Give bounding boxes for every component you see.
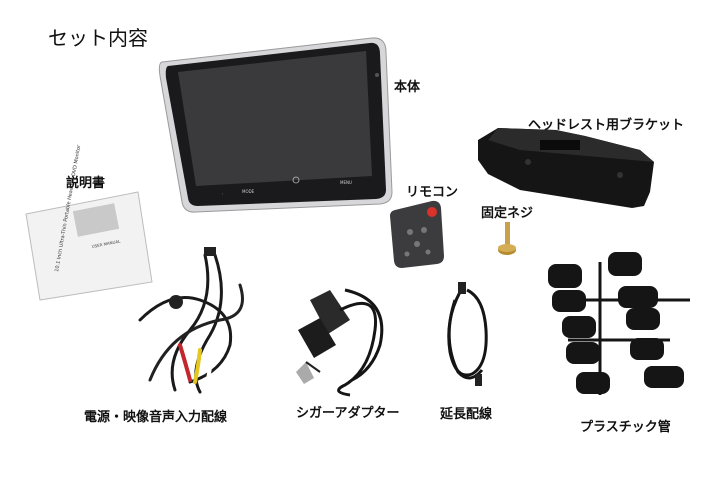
- headrest-bracket: [478, 128, 654, 208]
- monitor-btn-1: ﾟ: [222, 192, 224, 198]
- user-manual: 10.1 Inch Ultra-Thin Portable Headrest D…: [25, 144, 153, 301]
- page-title: セット内容: [48, 26, 148, 50]
- fixing-screw: [498, 222, 516, 255]
- manual-subtitle: USER MANUAL: [91, 238, 121, 249]
- label-extension-cable: 延長配線: [440, 407, 493, 422]
- label-bracket: ヘッドレスト用ブラケット: [528, 118, 685, 133]
- remote-control: [390, 200, 444, 268]
- cigar-adapter: [296, 288, 384, 397]
- power-av-cable: [138, 247, 244, 394]
- extension-cable: [447, 282, 488, 386]
- power-button-icon: [292, 176, 300, 184]
- label-main-unit: 本体: [394, 80, 421, 95]
- label-screw: 固定ネジ: [481, 206, 534, 221]
- monitor-btn-mode: MODE: [242, 189, 255, 194]
- label-remote: リモコン: [406, 185, 459, 200]
- monitor-unit: ﾟ MODE MENU: [158, 37, 393, 213]
- label-power-av-cable: 電源・映像音声入力配線: [84, 410, 228, 425]
- label-manual: 説明書: [66, 176, 106, 191]
- label-cigar-adapter: シガーアダプター: [296, 406, 400, 421]
- monitor-btn-menu: MENU: [340, 180, 352, 185]
- label-plastic-tube: プラスチック管: [580, 420, 671, 435]
- plastic-tubes: [548, 252, 690, 395]
